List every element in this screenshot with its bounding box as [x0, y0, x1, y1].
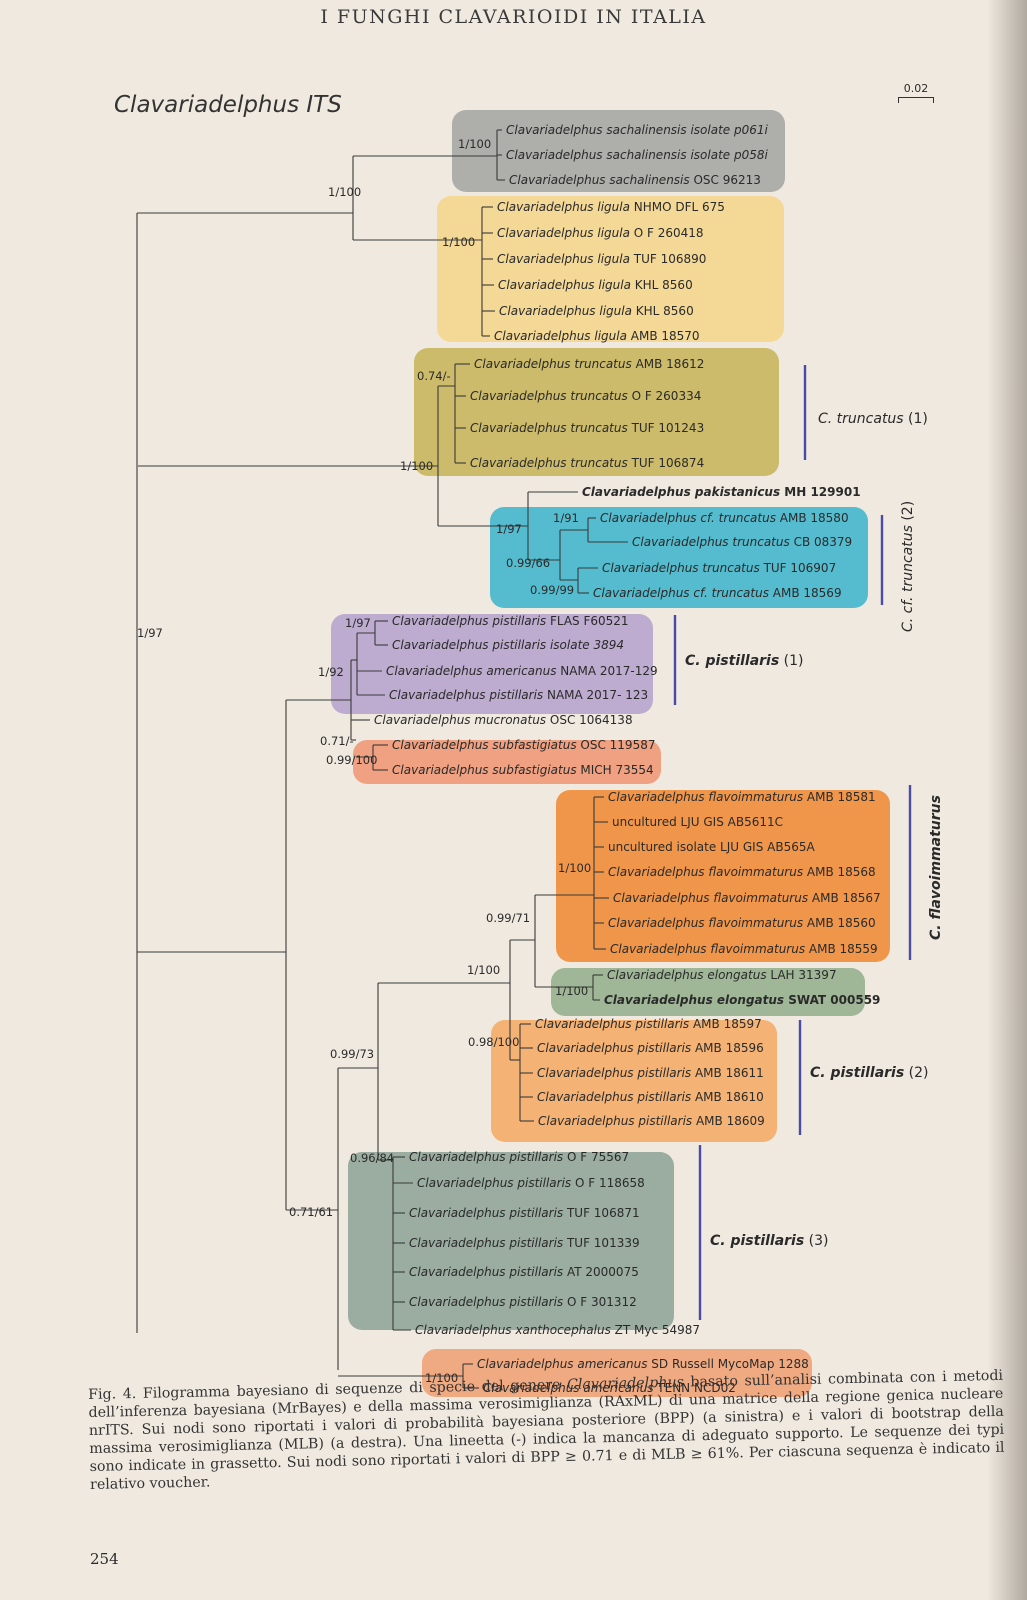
scale-bar-line: [898, 97, 934, 103]
scale-bar: 0.02: [898, 82, 934, 103]
node-support: 0.99/66: [506, 556, 550, 570]
node-support: 0.71/61: [289, 1205, 333, 1219]
node-support: 1/97: [137, 626, 163, 640]
phylogenetic-tree: Clavariadelphus sachalinensis isolate p0…: [136, 110, 944, 1397]
taxon-label: Clavariadelphus sachalinensis isolate p0…: [506, 123, 768, 137]
taxon-label: Clavariadelphus americanus TENN NCD02: [483, 1381, 736, 1395]
node-support: 1/100: [400, 459, 433, 473]
taxon-label: Clavariadelphus cf. truncatus AMB 18569: [593, 586, 842, 600]
taxon-label: Clavariadelphus pistillaris AT 2000075: [409, 1265, 639, 1279]
node-support: 1/92: [318, 665, 344, 679]
taxon-label: Clavariadelphus cf. truncatus AMB 18580: [600, 511, 849, 525]
scale-bar-label: 0.02: [903, 82, 929, 95]
taxon-label: Clavariadelphus pistillaris AMB 18610: [537, 1090, 764, 1104]
node-support: 0.99/73: [330, 1047, 374, 1061]
node-support: 1/100: [425, 1371, 458, 1385]
taxon-label: Clavariadelphus pistillaris O F 118658: [417, 1176, 645, 1190]
taxon-label: Clavariadelphus flavoimmaturus AMB 18567: [613, 891, 881, 905]
page-fold-shadow: [987, 0, 1027, 1600]
clade-box: [414, 348, 779, 476]
taxon-label: Clavariadelphus ligula KHL 8560: [499, 304, 694, 318]
taxon-label: Clavariadelphus truncatus TUF 101243: [470, 421, 704, 435]
taxon-label: Clavariadelphus pistillaris isolate 3894: [392, 638, 624, 652]
node-support: 0.74/-: [417, 369, 451, 383]
clade-box: [353, 740, 661, 784]
node-support: 1/97: [496, 522, 522, 536]
clade-box: [348, 1152, 674, 1330]
taxon-label: Clavariadelphus americanus SD Russell My…: [477, 1357, 809, 1371]
clade-label: C. flavoimmaturus: [928, 795, 944, 940]
taxon-label: Clavariadelphus flavoimmaturus AMB 18559: [610, 942, 878, 956]
taxon-label: Clavariadelphus pistillaris NAMA 2017- 1…: [389, 688, 648, 702]
taxon-label: Clavariadelphus truncatus TUF 106907: [602, 561, 836, 575]
taxon-label: Clavariadelphus pistillaris AMB 18596: [537, 1041, 764, 1055]
figure-title: Clavariadelphus ITS: [114, 92, 342, 118]
taxon-label: Clavariadelphus mucronatus OSC 1064138: [374, 713, 633, 727]
running-header: I FUNGHI CLAVARIOIDI IN ITALIA: [320, 6, 707, 28]
taxon-label: Clavariadelphus subfastigiatus MICH 7355…: [392, 763, 654, 777]
node-support: 0.99/100: [326, 753, 377, 767]
node-support: 1/100: [555, 984, 588, 998]
taxon-label: uncultured LJU GIS AB5611C: [612, 815, 783, 829]
taxon-label: Clavariadelphus xanthocephalus ZT Myc 54…: [415, 1323, 700, 1337]
taxon-label: Clavariadelphus ligula O F 260418: [497, 226, 704, 240]
taxon-label: Clavariadelphus ligula KHL 8560: [498, 278, 693, 292]
node-support: 1/100: [467, 963, 500, 977]
node-support: 1/100: [442, 235, 475, 249]
node-support: 1/97: [345, 616, 371, 630]
taxon-label: Clavariadelphus pistillaris AMB 18611: [537, 1066, 764, 1080]
node-support: 0.96/84: [350, 1151, 394, 1165]
taxon-label: Clavariadelphus americanus NAMA 2017-129: [386, 664, 658, 678]
figure-caption: Fig. 4. Filogramma bayesiano di sequenze…: [88, 1367, 1005, 1493]
taxon-label: Clavariadelphus truncatus TUF 106874: [470, 456, 704, 470]
taxon-label: Clavariadelphus truncatus CB 08379: [632, 535, 852, 549]
taxon-label: Clavariadelphus flavoimmaturus AMB 18568: [608, 865, 876, 879]
taxon-label: Clavariadelphus flavoimmaturus AMB 18560: [608, 916, 876, 930]
taxon-label: Clavariadelphus sachalinensis isolate p0…: [506, 148, 768, 162]
taxon-label: Clavariadelphus flavoimmaturus AMB 18581: [608, 790, 876, 804]
node-support: 0.71/-: [320, 734, 354, 748]
clade-label: C. pistillaris (1): [685, 653, 803, 669]
taxon-label: Clavariadelphus truncatus O F 260334: [470, 389, 701, 403]
clade-label: C. truncatus (1): [818, 411, 928, 427]
taxon-label: Clavariadelphus pistillaris TUF 106871: [409, 1206, 640, 1220]
node-support: 0.98/100: [468, 1035, 519, 1049]
clade-box: [452, 110, 785, 192]
taxon-label: Clavariadelphus ligula AMB 18570: [494, 329, 700, 343]
node-support: 1/91: [553, 511, 579, 525]
clade-label: C. cf. truncatus (2): [900, 501, 916, 632]
taxon-label: Clavariadelphus pistillaris O F 75567: [409, 1150, 629, 1164]
taxon-label: Clavariadelphus pistillaris TUF 101339: [409, 1236, 640, 1250]
node-support: 0.99/71: [486, 911, 530, 925]
clade-box: [422, 1349, 812, 1397]
taxon-label: Clavariadelphus pistillaris O F 301312: [409, 1295, 637, 1309]
taxon-label: Clavariadelphus sachalinensis OSC 96213: [509, 173, 761, 187]
taxon-label: Clavariadelphus ligula NHMO DFL 675: [497, 200, 725, 214]
taxon-label: Clavariadelphus subfastigiatus OSC 11958…: [392, 738, 655, 752]
taxon-label: Clavariadelphus pistillaris FLAS F60521: [392, 614, 629, 628]
node-support: 0.99/99: [530, 583, 574, 597]
taxon-label: Clavariadelphus elongatus SWAT 000559: [604, 993, 880, 1007]
clade-box: [491, 1020, 777, 1142]
taxon-label: Clavariadelphus truncatus AMB 18612: [474, 357, 704, 371]
taxon-label: Clavariadelphus pakistanicus MH 129901: [582, 485, 861, 499]
clade-label: C. pistillaris (2): [810, 1065, 928, 1081]
node-support: 1/100: [328, 185, 361, 199]
clade-box: [556, 790, 890, 962]
clade-box: [551, 968, 865, 1016]
taxon-label: Clavariadelphus pistillaris AMB 18597: [535, 1017, 762, 1031]
clade-box: [490, 507, 868, 608]
taxon-label: Clavariadelphus ligula TUF 106890: [497, 252, 706, 266]
node-support: 1/100: [458, 137, 491, 151]
clade-box: [331, 614, 653, 714]
taxon-label: uncultured isolate LJU GIS AB565A: [608, 840, 815, 854]
clade-label: C. pistillaris (3): [710, 1233, 828, 1249]
clade-box: [437, 196, 784, 342]
page-number: 254: [90, 1550, 119, 1568]
taxon-label: Clavariadelphus elongatus LAH 31397: [607, 968, 837, 982]
node-support: 1/100: [558, 861, 591, 875]
taxon-label: Clavariadelphus pistillaris AMB 18609: [538, 1114, 765, 1128]
